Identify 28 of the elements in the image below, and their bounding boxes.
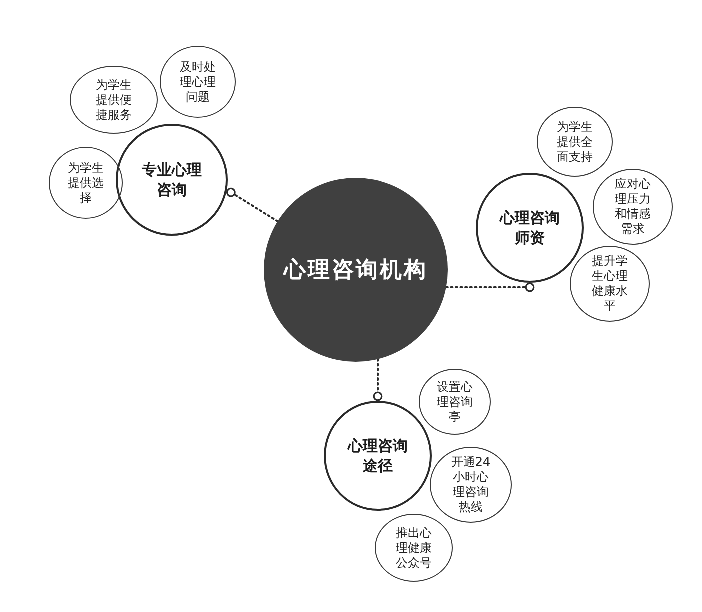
dotted-connector — [373, 358, 383, 402]
detail-text: 提升学生心理健康水平 — [591, 254, 629, 314]
subtopic-text: 专业心理咨询 — [141, 160, 203, 200]
subtopic-circle — [324, 401, 432, 511]
detail-text: 为学生提供便捷服务 — [95, 78, 133, 122]
subtopic-text: 心理咨询师资 — [498, 208, 561, 248]
detail-bubble — [160, 46, 236, 118]
detail-text: 为学生提供选择 — [67, 160, 105, 206]
subtopic-circle — [476, 173, 584, 283]
detail-text: 设置心理咨询亭 — [436, 380, 474, 424]
dotted-connector — [445, 282, 535, 292]
subtopic-circle — [116, 124, 228, 236]
subtopic-text: 心理咨询途径 — [346, 436, 409, 476]
detail-text: 及时处理心理问题 — [179, 60, 217, 104]
detail-bubble — [537, 107, 613, 177]
central-topic-text: 心理咨询机构 — [284, 256, 428, 285]
detail-bubble — [593, 169, 673, 245]
detail-text: 推出心理健康公众号 — [395, 526, 433, 570]
detail-text: 开通24小时心理咨询热线 — [450, 455, 492, 515]
detail-bubble — [430, 447, 512, 523]
detail-text: 应对心理压力和情感需求 — [614, 177, 652, 237]
dotted-connector — [226, 188, 279, 222]
detail-bubble — [375, 514, 453, 582]
detail-bubble — [70, 66, 158, 134]
detail-bubble — [570, 246, 650, 322]
detail-bubble — [419, 369, 491, 435]
detail-text: 为学生提供全面支持 — [556, 120, 594, 164]
detail-bubble — [49, 147, 123, 219]
